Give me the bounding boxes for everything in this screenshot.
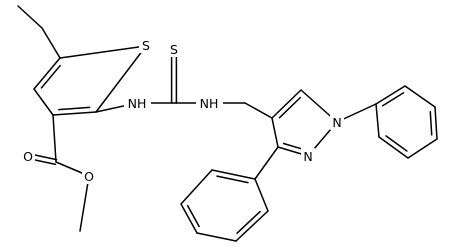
bond-c3-c2 — [52, 111, 97, 116]
pyrazole-nitrogen-2-label: N — [303, 149, 312, 164]
bond-r5-r6-inner — [236, 210, 261, 234]
thiophene-sulfur: S — [139, 37, 153, 53]
pyrazole-nitrogen-2: N — [301, 148, 315, 164]
bond-r4-r5 — [196, 232, 237, 242]
bond-r1-r2-inner — [216, 175, 249, 184]
bond-q3-q4 — [434, 106, 438, 140]
bond-r3-r4 — [180, 203, 198, 234]
bond-r3-r4-inner — [186, 204, 200, 228]
ester-oxygen: O — [82, 168, 96, 184]
bond-c3-ce — [52, 114, 57, 163]
bond-layer — [17, 5, 438, 242]
bond-c5-c4-inner — [40, 64, 61, 89]
bond-q1-q2-inner — [381, 92, 405, 107]
bond-q1-q2 — [375, 85, 406, 105]
bond-c5-c4 — [33, 57, 61, 90]
bond-ch2b-p4 — [244, 102, 273, 119]
bond-ch3-ch2 — [17, 5, 43, 29]
thiocarbonyl-sulfur-label: S — [170, 42, 178, 57]
bond-c4-c3 — [33, 88, 54, 116]
bond-p4-p5 — [271, 89, 302, 119]
ester-oxygen-label: O — [84, 169, 94, 184]
thiourea-nitrogen-left-label: NH — [128, 96, 147, 111]
thiourea-nitrogen-right-label: NH — [200, 96, 219, 111]
bond-r5-r6 — [235, 210, 269, 242]
bond-o2-me — [79, 175, 90, 232]
bond-q3-q4-inner — [429, 111, 433, 136]
carbonyl-oxygen: O — [21, 148, 35, 164]
bond-ch2-c5 — [41, 27, 61, 59]
bond-p3-r1 — [254, 146, 279, 180]
atom-label-layer: S S NH NH N N O O — [21, 37, 344, 184]
thiourea-nitrogen-right: NH — [196, 95, 223, 111]
bond-c3-c2-inner — [57, 106, 91, 111]
bond-r1-r2 — [211, 169, 256, 180]
bond-p3-p4 — [271, 117, 279, 148]
thiourea-nitrogen-left: NH — [124, 95, 151, 111]
thiocarbonyl-sulfur: S — [167, 41, 181, 57]
thiophene-sulfur-label: S — [142, 38, 150, 53]
bond-q2-q3 — [404, 85, 436, 108]
bond-r6-r1 — [254, 178, 269, 212]
bond-c2-s1 — [95, 45, 147, 113]
bond-q6-q1 — [375, 103, 380, 138]
pyrazole-nitrogen-1-label: N — [332, 115, 341, 130]
bond-s1-c5 — [59, 45, 147, 59]
bond-q5-q6 — [378, 136, 409, 159]
bond-r2-r3 — [180, 169, 213, 205]
carbonyl-oxygen-label: O — [23, 149, 33, 164]
bond-q5-q6-inner — [385, 135, 408, 152]
pyrazole-nitrogen-1: N — [330, 114, 344, 130]
bond-q4-q5 — [407, 138, 438, 159]
bond-p4-p5-inner — [278, 96, 302, 119]
